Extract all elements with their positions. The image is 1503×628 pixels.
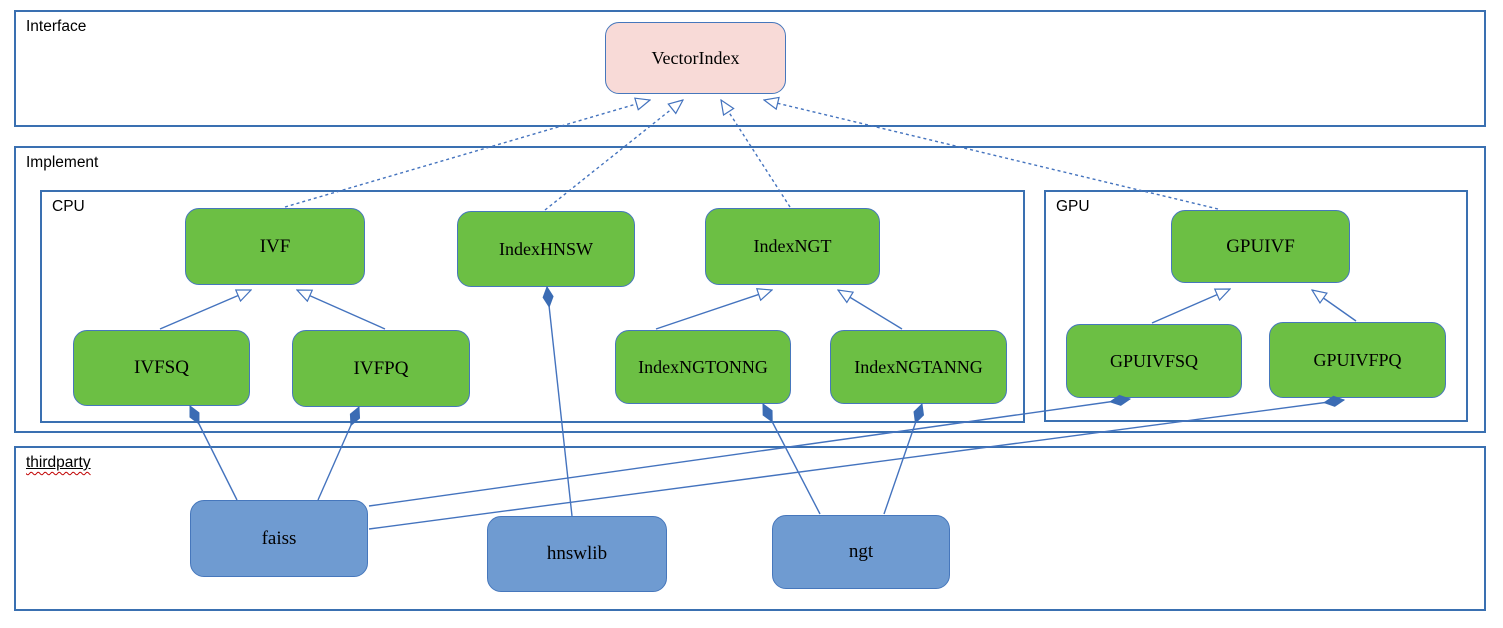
- node-ivfsq: IVFSQ: [73, 330, 250, 406]
- node-gpuivf: GPUIVF: [1171, 210, 1350, 283]
- node-indexngtanng: IndexNGTANNG: [830, 330, 1007, 404]
- node-gpuivfpq: GPUIVFPQ: [1269, 322, 1446, 398]
- node-ivf-label: IVF: [259, 235, 291, 257]
- node-hnswlib: hnswlib: [487, 516, 667, 592]
- container-gpu-label: GPU: [1056, 198, 1090, 215]
- container-implement-label: Implement: [26, 154, 99, 171]
- node-gpuivfsq: GPUIVFSQ: [1066, 324, 1242, 398]
- node-hnswlib-label: hnswlib: [546, 543, 608, 564]
- node-ngt-label: ngt: [848, 541, 874, 562]
- node-ivfpq: IVFPQ: [292, 330, 470, 407]
- node-indexngtonng-label: IndexNGTONNG: [638, 356, 768, 377]
- node-indexngtonng: IndexNGTONNG: [615, 330, 791, 404]
- node-ivfpq-label: IVFPQ: [353, 357, 409, 379]
- node-faiss-label: faiss: [261, 527, 297, 549]
- node-indexngtanng-label: IndexNGTANNG: [854, 356, 983, 377]
- node-gpuivfsq-label: GPUIVFSQ: [1109, 350, 1199, 371]
- thirdparty-underline: thirdparty: [26, 454, 91, 471]
- node-ngt: ngt: [772, 515, 950, 589]
- node-vectorindex: VectorIndex: [605, 22, 786, 94]
- container-interface-label: Interface: [26, 18, 87, 35]
- node-faiss: faiss: [190, 500, 368, 577]
- node-indexhnsw-label: IndexHNSW: [499, 238, 593, 259]
- container-thirdparty-label: thirdparty: [26, 454, 91, 472]
- spellcheck-wavy-underline: thirdparty: [26, 454, 91, 471]
- node-indexhnsw: IndexHNSW: [457, 211, 635, 287]
- node-ivfsq-label: IVFSQ: [134, 357, 189, 378]
- node-gpuivfpq-label: GPUIVFPQ: [1313, 349, 1402, 370]
- node-indexngt-label: IndexNGT: [753, 236, 832, 256]
- node-indexngt: IndexNGT: [705, 208, 880, 285]
- node-gpuivf-label: GPUIVF: [1226, 235, 1295, 257]
- node-vectorindex-label: VectorIndex: [651, 47, 740, 68]
- node-ivf: IVF: [185, 208, 365, 285]
- container-cpu-label: CPU: [52, 198, 85, 215]
